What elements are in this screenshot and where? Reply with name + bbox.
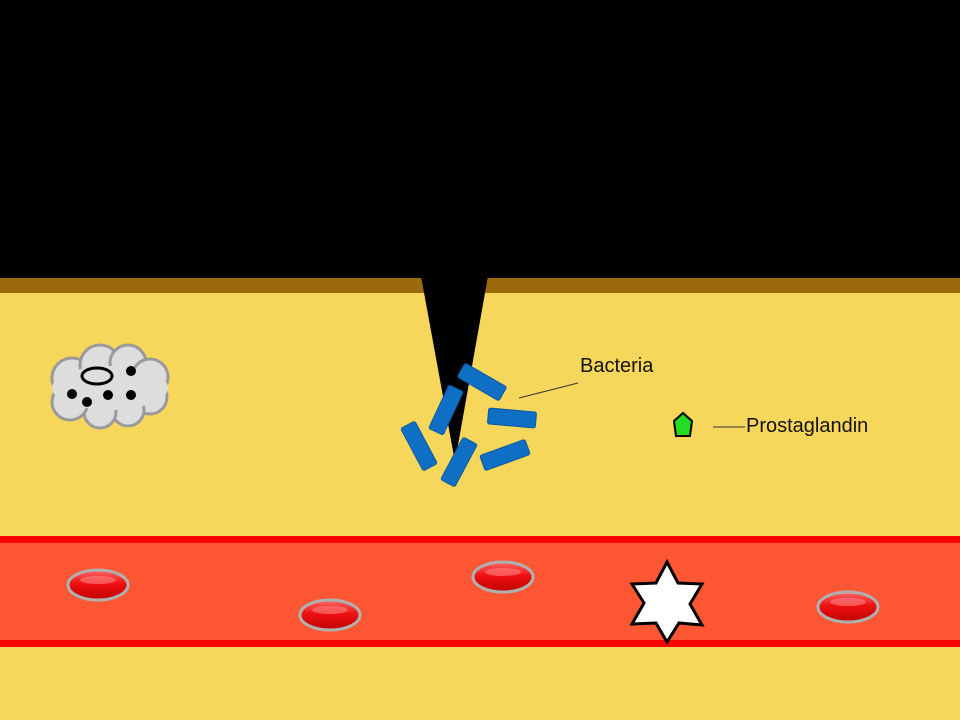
prostaglandin-icon bbox=[672, 411, 694, 437]
bacteria-leader-line bbox=[518, 382, 579, 399]
blood-vessel bbox=[0, 536, 960, 647]
bacterium-icon bbox=[487, 407, 537, 429]
platelet-star-icon bbox=[629, 558, 705, 645]
red-blood-cell-icon bbox=[471, 560, 535, 594]
splinter-icon bbox=[421, 276, 488, 462]
prostaglandin-label: Prostaglandin bbox=[746, 415, 868, 437]
bacterium-icon bbox=[440, 437, 478, 487]
bacteria-label: Bacteria bbox=[580, 355, 654, 377]
red-blood-cell-icon bbox=[66, 568, 130, 602]
red-blood-cell-icon bbox=[816, 590, 880, 624]
mast-cell-icon bbox=[50, 343, 170, 430]
red-blood-cells bbox=[66, 560, 880, 632]
bacterium-icon bbox=[457, 363, 507, 401]
bacterium-icon bbox=[400, 421, 438, 471]
red-blood-cell-icon bbox=[298, 598, 362, 632]
outside-area bbox=[0, 0, 960, 278]
bacterium-icon bbox=[479, 439, 531, 471]
bacterium-icon bbox=[428, 385, 464, 435]
bacteria-cluster bbox=[400, 363, 537, 487]
